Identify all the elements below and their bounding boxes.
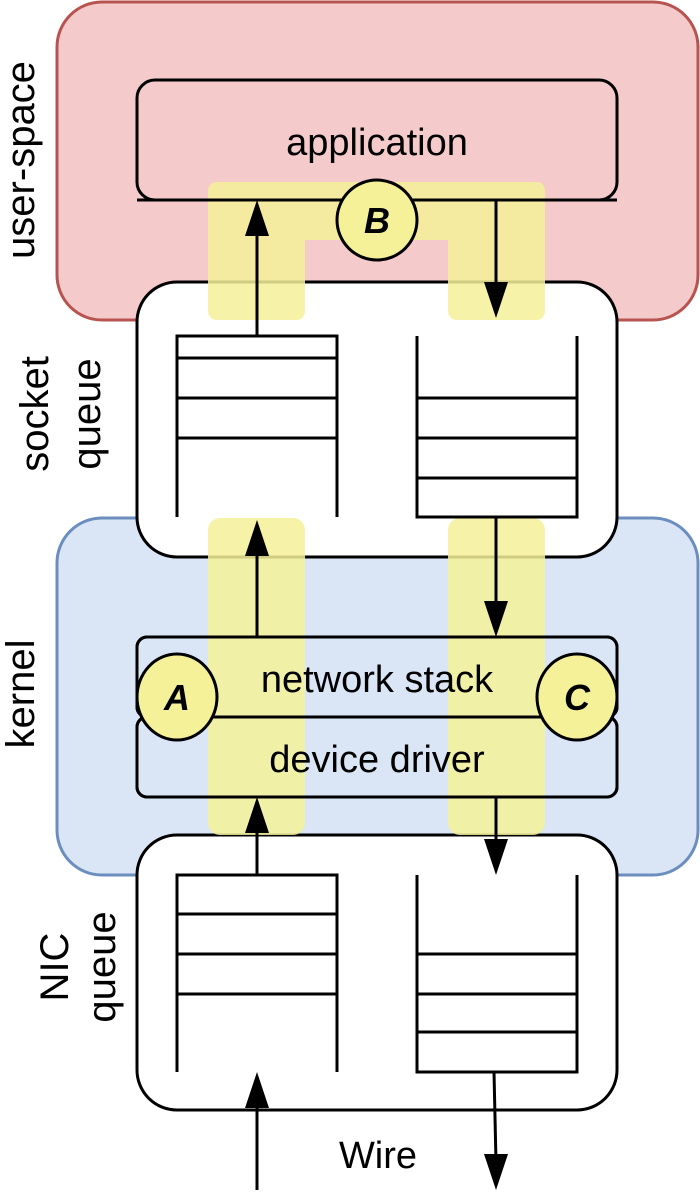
marker-c-label: C [564,677,591,718]
highlight-path-b [208,182,545,320]
nic-label: NIC [33,933,77,1002]
arrowhead-up-icon [245,520,269,556]
marker-b: B [335,178,419,262]
user-space-label: user-space [0,61,43,259]
arrows [245,200,508,1190]
marker-b-label: B [364,200,390,241]
arrowhead-down-icon [484,601,508,637]
socket-queue-label: queue [65,358,109,469]
nic-tx-queue [415,875,579,1074]
highlight-path-a [208,518,305,835]
arrowhead-up-icon [245,200,269,236]
arrowhead-down-icon [484,282,508,318]
arrowhead-down-icon [484,1154,508,1190]
socket-queue-box [135,280,619,559]
device-driver-label: device driver [269,739,485,781]
marker-a: A [135,652,219,742]
highlight-paths [208,182,545,835]
arrow-nic-to-wire [492,1071,498,1163]
application-label: application [286,122,468,164]
marker-c: C [535,652,619,742]
nic-queue-label: queue [80,911,124,1022]
wire-label: Wire [339,1135,417,1177]
marker-a-label: A [163,677,190,718]
kernel-label: kernel [0,640,43,749]
nic-queue-box [135,833,619,1112]
arrowhead-down-icon [484,839,508,875]
highlight-path-c [448,518,545,835]
network-stack-label: network stack [261,659,494,701]
arrowhead-up-icon [245,1072,269,1108]
arrowhead-up-icon [245,797,269,833]
socket-label: socket [13,356,57,472]
